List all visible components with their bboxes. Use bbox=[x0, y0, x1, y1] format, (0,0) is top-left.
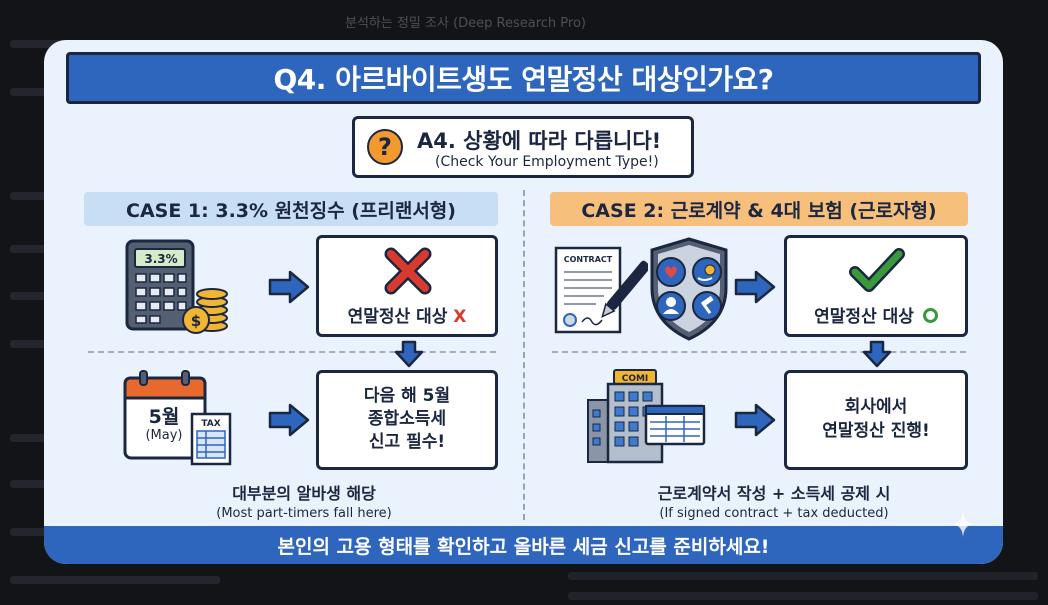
question-banner: Q4. 아르바이트생도 연말정산 대상인가요? bbox=[66, 52, 981, 104]
insurance-shield-icon bbox=[650, 237, 728, 341]
footer-banner: 본인의 고용 형태를 확인하고 올바른 세금 신고를 준비하세요! bbox=[44, 526, 1003, 564]
arrow-right-icon bbox=[734, 270, 776, 304]
infographic-card[interactable]: Q4. 아르바이트생도 연말정산 대상인가요? ? A4. 상황에 따라 다릅니… bbox=[44, 40, 1003, 564]
bg-line bbox=[10, 480, 50, 488]
bg-line bbox=[10, 340, 50, 348]
o-mark-icon bbox=[922, 308, 938, 323]
arrow-right-icon bbox=[268, 270, 310, 304]
case1-caption: 대부분의 알바생 해당 (Most part-timers fall here) bbox=[134, 480, 474, 521]
case1-action-text: 다음 해 5월 종합소득세 신고 필수! bbox=[319, 385, 495, 454]
question-icon: ? bbox=[367, 129, 403, 165]
case1-result-mark: X bbox=[453, 307, 467, 327]
bg-line bbox=[568, 592, 1038, 600]
column-divider bbox=[523, 190, 525, 520]
answer-subtitle: (Check Your Employment Type!) bbox=[435, 154, 659, 170]
case2-action-line: 회사에서 bbox=[844, 397, 908, 417]
case2-action-text: 회사에서 연말정산 진행! bbox=[787, 395, 965, 443]
checkmark-icon bbox=[849, 248, 905, 292]
calculator-icon: $ bbox=[125, 239, 228, 334]
bg-line bbox=[10, 434, 50, 442]
svg-text:$: $ bbox=[191, 312, 201, 330]
case1-caption-ko: 대부분의 알바생 해당 bbox=[232, 484, 376, 503]
case2-caption-en: (If signed contract + tax deducted) bbox=[659, 506, 889, 521]
question-title: Q4. 아르바이트생도 연말정산 대상인가요? bbox=[273, 63, 774, 96]
case2-action-box: 회사에서 연말정산 진행! bbox=[784, 370, 968, 470]
bg-line bbox=[10, 292, 50, 300]
bg-line bbox=[10, 245, 50, 253]
case1-caption-en: (Most part-timers fall here) bbox=[216, 506, 392, 521]
footer-text: 본인의 고용 형태를 확인하고 올바른 세금 신고를 준비하세요! bbox=[277, 535, 770, 558]
case2-result-label: 연말정산 대상 bbox=[787, 302, 965, 327]
case1-header: CASE 1: 3.3% 원천징수 (프리랜서형) bbox=[84, 192, 498, 226]
case1-action-box: 다음 해 5월 종합소득세 신고 필수! bbox=[316, 370, 498, 470]
case1-action-line: 신고 필수! bbox=[368, 432, 446, 452]
case1-result-label: 연말정산 대상 X bbox=[319, 302, 495, 327]
company-building-icon: COMI bbox=[587, 369, 706, 464]
calculator-display: 3.3% bbox=[144, 252, 178, 266]
answer-title: A4. 상황에 따라 다릅니다! bbox=[417, 129, 662, 153]
contract-label: CONTRACT bbox=[564, 255, 613, 264]
bg-line bbox=[10, 192, 50, 200]
calendar-month-en: (May) bbox=[145, 428, 183, 443]
case2-result-text: 연말정산 대상 bbox=[814, 307, 914, 327]
case2-header: CASE 2: 근로계약 & 4대 보험 (근로자형) bbox=[550, 192, 968, 226]
case2-divider bbox=[552, 351, 966, 353]
arrow-right-icon bbox=[268, 403, 310, 437]
bg-line bbox=[10, 576, 220, 584]
arrow-down-icon bbox=[862, 340, 892, 368]
arrow-right-icon bbox=[734, 403, 776, 437]
svg-text:TAX: TAX bbox=[201, 419, 220, 429]
case2-title: CASE 2: 근로계약 & 4대 보험 (근로자형) bbox=[581, 199, 937, 222]
contract-icon: CONTRACT bbox=[554, 246, 648, 334]
case1-title: CASE 1: 3.3% 원천징수 (프리랜서형) bbox=[126, 199, 456, 222]
calendar-month: 5월 bbox=[148, 406, 180, 428]
case1-divider bbox=[88, 351, 496, 353]
x-mark-icon bbox=[384, 247, 432, 295]
arrow-down-icon bbox=[394, 340, 424, 368]
sparkle-icon bbox=[952, 511, 974, 537]
building-sign: COMI bbox=[622, 374, 649, 384]
case1-action-line: 다음 해 5월 bbox=[363, 386, 451, 406]
bg-line bbox=[10, 528, 50, 536]
case2-caption-ko: 근로계약서 작성 + 소득세 공제 시 bbox=[657, 484, 891, 503]
case1-action-line: 종합소득세 bbox=[367, 409, 447, 429]
case1-result-box: 연말정산 대상 X bbox=[316, 235, 498, 337]
case2-action-line: 연말정산 진행! bbox=[822, 421, 930, 441]
bg-line bbox=[568, 572, 1038, 580]
background-title: 분석하는 정밀 조사 (Deep Research Pro) bbox=[345, 16, 586, 31]
answer-box: ? A4. 상황에 따라 다릅니다! (Check Your Employmen… bbox=[352, 116, 694, 178]
case2-caption: 근로계약서 작성 + 소득세 공제 시 (If signed contract … bbox=[604, 480, 944, 521]
calendar-icon: TAX bbox=[123, 370, 232, 466]
case1-result-text: 연말정산 대상 bbox=[347, 307, 448, 327]
case2-result-box: 연말정산 대상 bbox=[784, 235, 968, 337]
